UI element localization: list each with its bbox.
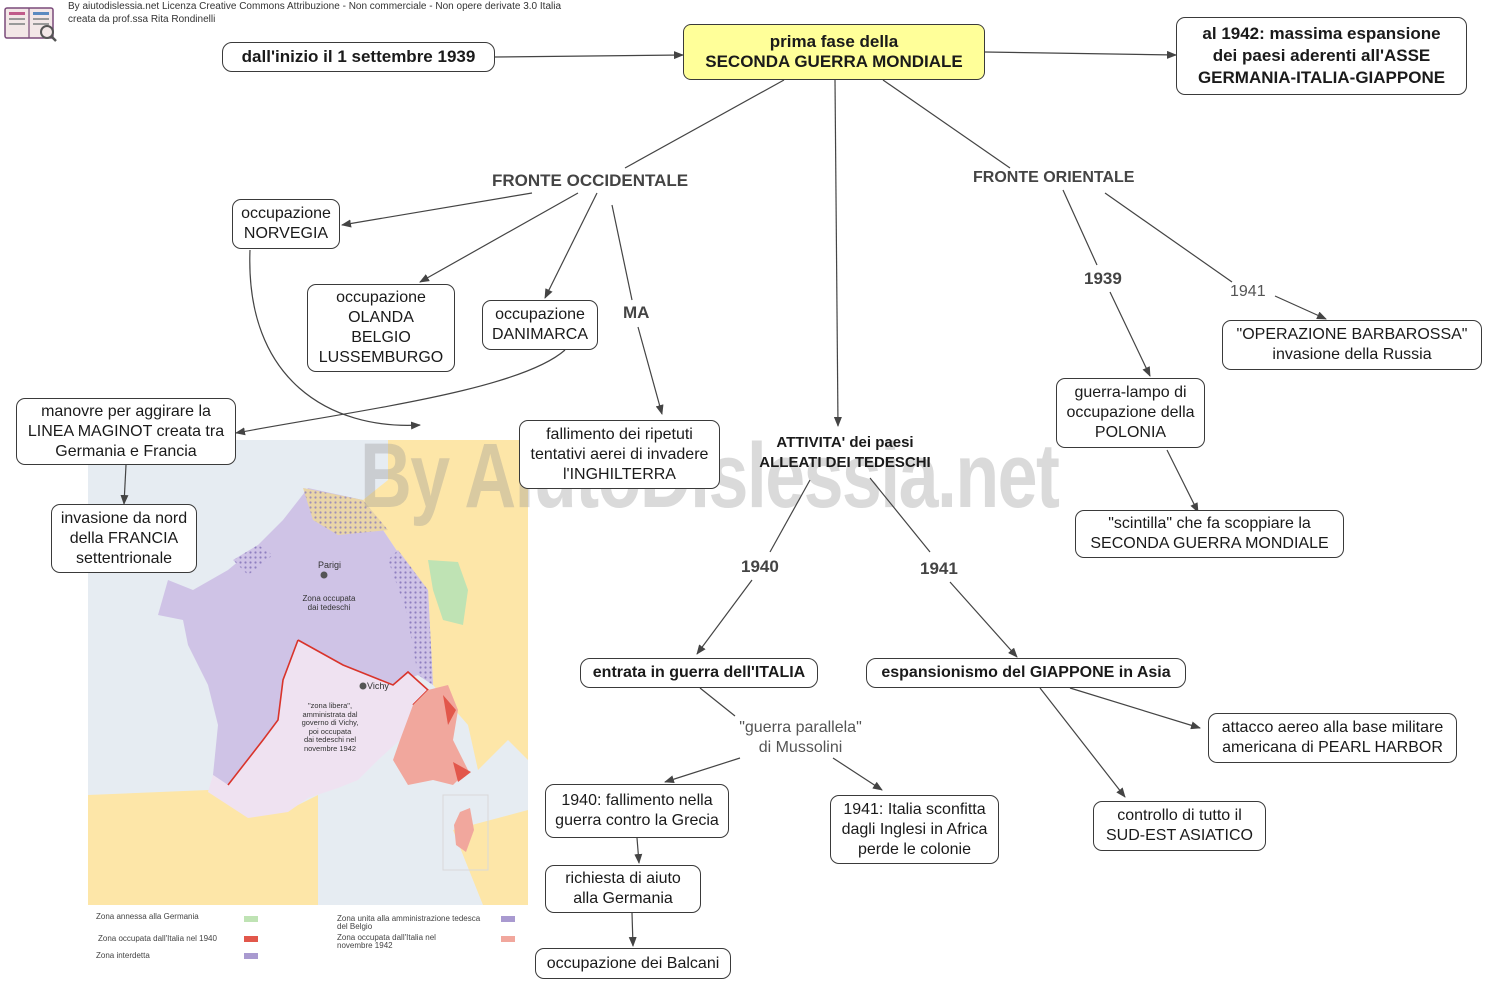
node-sud-est-asiatico[interactable]: controllo di tutto il SUD-EST ASIATICO xyxy=(1093,801,1266,851)
node-italia-africa[interactable]: 1941: Italia sconfitta dagli Inglesi in … xyxy=(830,795,999,864)
legend-italia1940: Zona occupata dall'Italia nel 1940 xyxy=(98,934,217,943)
france-map xyxy=(88,440,528,905)
node-polonia[interactable]: guerra-lampo di occupazione della POLONI… xyxy=(1056,378,1205,448)
map-label-zona-libera: "zona libera", amministrata dal governo … xyxy=(301,701,359,753)
legend-swatch-interdetta xyxy=(244,953,258,959)
paris-marker xyxy=(320,571,328,579)
label-fronte-orientale: FRONTE ORIENTALE xyxy=(973,169,1135,186)
map-label-parigi: Parigi xyxy=(318,560,342,570)
label-guerra-parallela: "guerra parallela" di Mussolini xyxy=(739,719,862,756)
node-entrata-italia[interactable]: entrata in guerra dell'ITALIA xyxy=(580,658,818,688)
node-maginot[interactable]: manovre per aggirare la LINEA MAGINOT cr… xyxy=(16,398,236,465)
node-norvegia[interactable]: occupazione NORVEGIA xyxy=(232,199,340,249)
node-fallimento-grecia[interactable]: 1940: fallimento nella guerra contro la … xyxy=(545,784,729,838)
label-1941: 1941 xyxy=(920,559,958,578)
node-balcani[interactable]: occupazione dei Balcani xyxy=(535,948,731,979)
node-invasione-francia[interactable]: invasione da nord della FRANCIA settentr… xyxy=(51,504,197,573)
node-pearl-harbor[interactable]: attacco aereo alla base militare america… xyxy=(1208,713,1457,763)
node-max-1942[interactable]: al 1942: massima espansione dei paesi ad… xyxy=(1176,17,1467,95)
legend-belgio: Zona unita alla amministrazione tedesca … xyxy=(337,914,481,931)
node-espansionismo-giappone[interactable]: espansionismo del GIAPPONE in Asia xyxy=(866,658,1186,688)
node-main-topic[interactable]: prima fase della SECONDA GUERRA MONDIALE xyxy=(683,24,985,80)
map-label-zona-occupata: Zona occupata dai tedeschi xyxy=(302,594,356,612)
legend-swatch-italia1940 xyxy=(244,936,258,942)
legend-swatch-belgio xyxy=(501,916,515,922)
book-logo-icon xyxy=(4,7,57,42)
label-ma: MA xyxy=(623,303,650,322)
legend-swatch-annessa xyxy=(244,916,258,922)
label-1941-east: 1941 xyxy=(1230,283,1266,300)
label-attivita-alleati: ATTIVITA' dei paesi ALLEATI DEI TEDESCHI xyxy=(759,434,931,471)
node-barbarossa[interactable]: "OPERAZIONE BARBAROSSA" invasione della … xyxy=(1222,320,1482,370)
vichy-marker xyxy=(359,682,367,690)
legend-swatch-italia1942 xyxy=(501,936,515,942)
legend-italia1942: Zona occupata dall'Italia nel novembre 1… xyxy=(337,933,436,950)
credit-line-2: creata da prof.ssa Rita Rondinelli xyxy=(68,14,216,25)
node-scintilla[interactable]: "scintilla" che fa scoppiare la SECONDA … xyxy=(1075,510,1344,558)
map-legend: Zona annessa alla Germania Zona occupata… xyxy=(96,912,536,972)
node-olanda-belgio[interactable]: occupazione OLANDA BELGIO LUSSEMBURGO xyxy=(307,284,455,372)
label-1939: 1939 xyxy=(1084,269,1122,288)
label-fronte-occidentale: FRONTE OCCIDENTALE xyxy=(492,171,689,190)
node-start-date[interactable]: dall'inizio il 1 settembre 1939 xyxy=(222,42,495,72)
credit-line-1: By aiutodislessia.net Licenza Creative C… xyxy=(68,1,562,12)
node-fallimento-inghilterra[interactable]: fallimento dei ripetuti tentativi aerei … xyxy=(519,420,720,489)
label-1940: 1940 xyxy=(741,557,779,576)
legend-annessa: Zona annessa alla Germania xyxy=(96,912,199,921)
map-label-vichy: Vichy xyxy=(367,681,389,691)
credit-text: By aiutodislessia.net Licenza Creative C… xyxy=(68,0,561,26)
node-richiesta-aiuto[interactable]: richiesta di aiuto alla Germania xyxy=(545,865,701,913)
legend-interdetta: Zona interdetta xyxy=(96,951,150,960)
node-danimarca[interactable]: occupazione DANIMARCA xyxy=(482,300,598,350)
